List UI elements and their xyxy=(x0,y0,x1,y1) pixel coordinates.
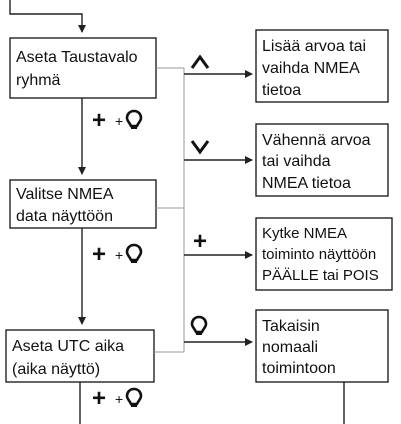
action-line: tietoa xyxy=(262,82,301,99)
action-line: NMEA tietoa xyxy=(262,175,351,192)
caret-up-icon xyxy=(190,54,210,69)
caret-down-icon xyxy=(190,140,210,155)
advance-key: + + xyxy=(92,385,143,412)
step-box-utc xyxy=(5,329,155,383)
step-label-line1: Valitse NMEA xyxy=(16,186,114,203)
action-box-return xyxy=(255,309,389,383)
plus-key-icon: + xyxy=(193,228,207,255)
step-label-line2: ryhmä xyxy=(16,72,61,89)
action-line: Kytke NMEA xyxy=(262,225,347,242)
action-line: Vähennä arvoa xyxy=(262,132,371,149)
bulb-icon xyxy=(190,315,208,336)
entry-connector xyxy=(9,0,86,33)
action-line: Takaisin xyxy=(262,318,320,335)
bulb-icon xyxy=(125,109,143,130)
action-box-decrease xyxy=(255,123,389,197)
step-label-line1: Aseta Taustavalo xyxy=(16,49,138,66)
action-line: vaihda NMEA xyxy=(262,60,360,77)
joiner-text: + xyxy=(115,113,123,129)
action-line: toimintoon xyxy=(262,360,336,377)
step-box-nmea xyxy=(9,179,157,229)
step-box-backlight xyxy=(9,37,157,99)
step-label-line1: Aseta UTC aika xyxy=(12,338,124,355)
joiner-text: + xyxy=(115,391,123,407)
advance-key: + + xyxy=(92,107,143,134)
plus-icon: + xyxy=(92,107,106,134)
plus-icon: + xyxy=(92,241,106,268)
action-line: PÄÄLLE tai POIS xyxy=(262,267,379,284)
plus-icon: + xyxy=(92,385,106,412)
action-line: toiminto näyttöön xyxy=(262,246,376,263)
step-label-line2: data näyttöön xyxy=(16,208,113,225)
action-box-increase xyxy=(255,29,389,103)
bulb-icon xyxy=(125,387,143,408)
joiner-text: + xyxy=(115,247,123,263)
advance-key: + + xyxy=(92,241,143,268)
action-line: tai vaihda xyxy=(262,153,331,170)
bulb-icon xyxy=(125,243,143,264)
action-line: nomaali xyxy=(262,339,318,356)
action-line: Lisää arvoa tai xyxy=(262,38,366,55)
step-label-line2: (aika näyttö) xyxy=(12,361,100,378)
action-box-toggle xyxy=(255,217,393,291)
